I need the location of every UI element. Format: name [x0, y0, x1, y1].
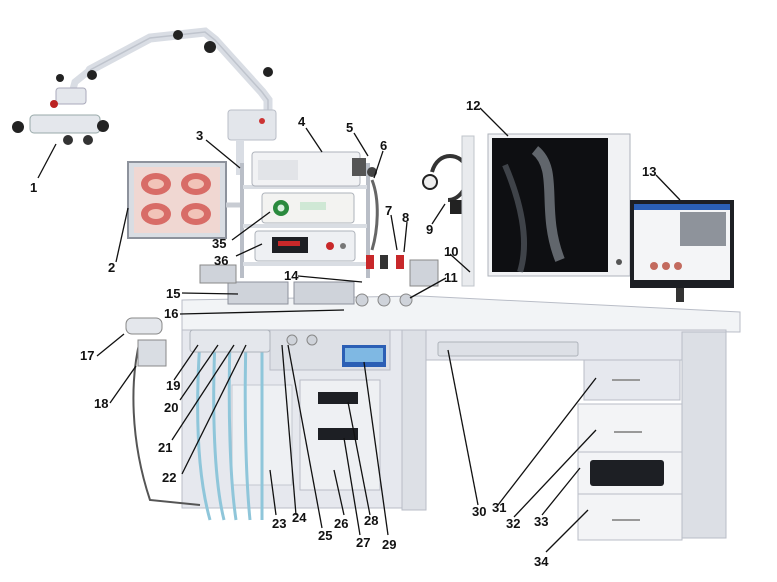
label-1: 1	[30, 180, 37, 195]
label-20: 20	[164, 400, 178, 415]
label-32: 32	[506, 516, 520, 531]
label-3: 3	[196, 128, 203, 143]
label-7: 7	[385, 203, 392, 218]
microscope-arm	[12, 27, 277, 175]
right-monitor	[630, 200, 734, 324]
label-25: 25	[318, 528, 332, 543]
label-14: 14	[284, 268, 299, 283]
xray-viewer	[461, 133, 631, 287]
label-13: 13	[642, 164, 656, 179]
label-27: 27	[356, 535, 370, 550]
label-31: 31	[492, 500, 506, 515]
callout-numbers: 1 2 3 4 5 6 7 8 9 10 11 12 13 14 15 16 1…	[30, 98, 656, 569]
left-monitor	[127, 161, 240, 239]
equipment-tower	[240, 151, 379, 278]
label-21: 21	[158, 440, 172, 455]
label-19: 19	[166, 378, 180, 393]
label-10: 10	[444, 244, 458, 259]
label-22: 22	[162, 470, 176, 485]
workstation-cabinet	[125, 255, 741, 541]
label-30: 30	[472, 504, 486, 519]
label-16: 16	[164, 306, 178, 321]
label-24: 24	[292, 510, 307, 525]
label-8: 8	[402, 210, 409, 225]
label-12: 12	[466, 98, 480, 113]
leader-lines	[37, 107, 681, 553]
label-6: 6	[380, 138, 387, 153]
label-28: 28	[364, 513, 378, 528]
label-29: 29	[382, 537, 396, 552]
label-9: 9	[426, 222, 433, 237]
label-5: 5	[346, 120, 353, 135]
label-15: 15	[166, 286, 180, 301]
label-33: 33	[534, 514, 548, 529]
label-36: 36	[214, 253, 228, 268]
label-17: 17	[80, 348, 94, 363]
headlight	[422, 154, 471, 214]
label-11: 11	[444, 270, 458, 285]
label-4: 4	[298, 114, 306, 129]
label-26: 26	[334, 516, 348, 531]
label-18: 18	[94, 396, 108, 411]
label-2: 2	[108, 260, 115, 275]
label-34: 34	[534, 554, 549, 569]
label-23: 23	[272, 516, 286, 531]
label-35: 35	[212, 236, 226, 251]
